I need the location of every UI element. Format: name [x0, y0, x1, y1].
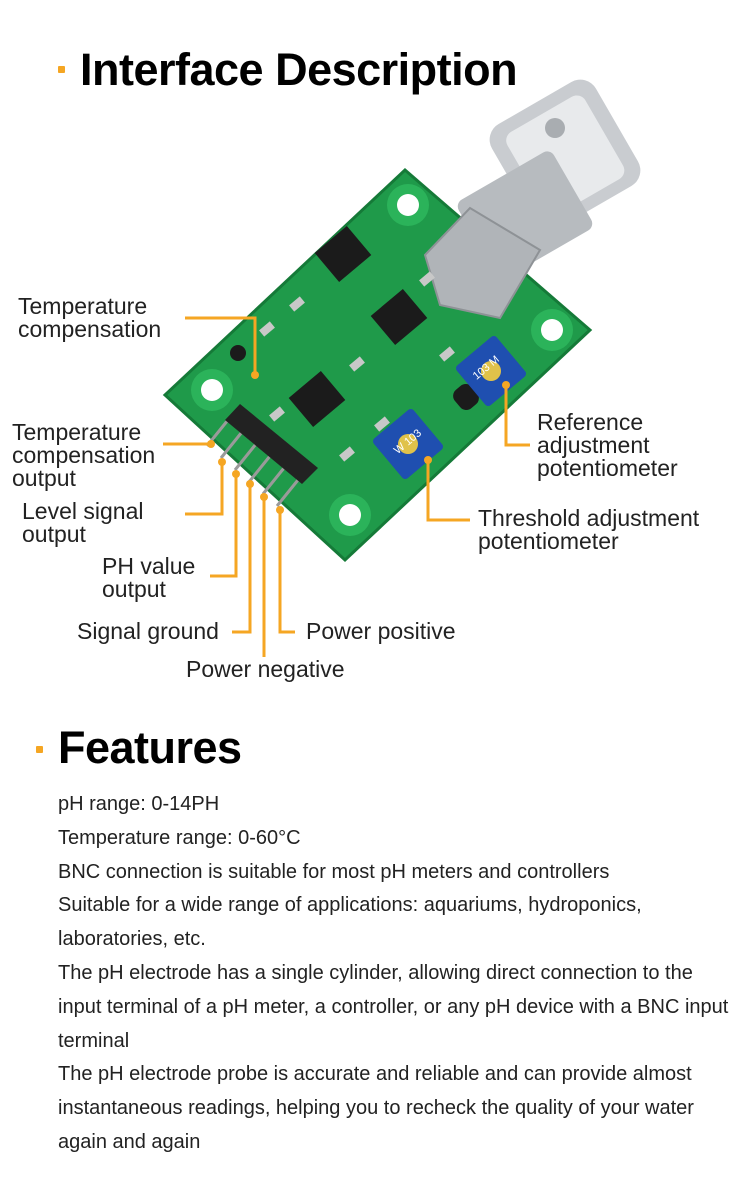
- interface-title: Interface Description: [80, 44, 518, 95]
- bnc-connector: [457, 79, 641, 279]
- label-power-positive: Power positive: [306, 618, 456, 644]
- label-temperature-compensation-output: Temperature compensation output: [12, 419, 156, 491]
- section-bullet: [58, 66, 65, 73]
- label-threshold-adjustment-potentiometer: Threshold adjustment potentiometer: [478, 505, 700, 554]
- temperature-sensor: [230, 345, 246, 361]
- feature-item: Suitable for a wide range of application…: [58, 894, 642, 951]
- section-bullet: [36, 746, 43, 753]
- features-list: pH range: 0-14PH Temperature range: 0-60…: [58, 788, 738, 1160]
- ic-chip: [288, 370, 346, 428]
- label-level-signal-output: Level signal output: [22, 498, 144, 547]
- board-diagram: [162, 79, 641, 657]
- potentiometer-reference: [456, 336, 526, 406]
- leader-lines: [163, 316, 530, 657]
- label-power-negative: Power negative: [186, 656, 345, 682]
- bnc-shield: [423, 206, 542, 320]
- feature-item: Temperature range: 0-60°C: [58, 826, 301, 849]
- feature-item: pH range: 0-14PH: [58, 793, 220, 815]
- label-signal-ground: Signal ground: [77, 618, 219, 644]
- pin-header-block: [225, 404, 318, 484]
- feature-item: BNC connection is suitable for most pH m…: [58, 860, 610, 883]
- transistor: [453, 384, 479, 410]
- ic-chip: [370, 288, 428, 346]
- feature-item: The pH electrode has a single cylinder, …: [58, 961, 729, 1052]
- label-ph-value-output: PH value output: [102, 553, 196, 602]
- feature-item: The pH electrode probe is accurate and r…: [58, 1063, 694, 1153]
- features-title: Features: [58, 722, 242, 773]
- label-temperature-compensation: Temperature compensation: [18, 293, 162, 342]
- ic-chip: [314, 225, 372, 283]
- label-reference-adjustment-potentiometer: Reference adjustment potentiometer: [537, 409, 678, 481]
